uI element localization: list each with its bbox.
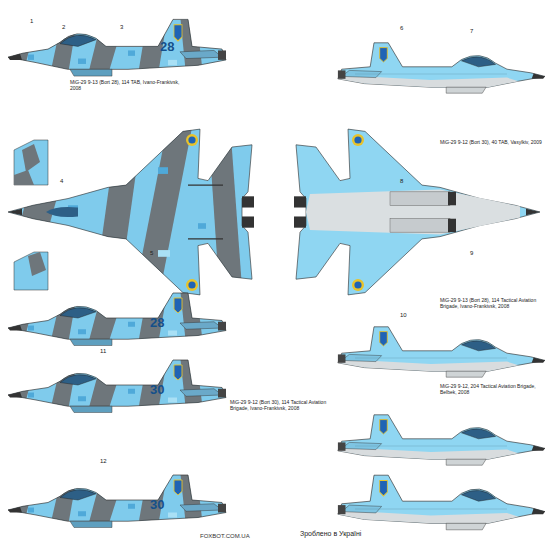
callout-number: 3 [120,24,123,31]
callout-number: 11 [100,348,106,355]
caption-text: MiG-29 9-13 (Bort 28), 114 Tactical Avia… [440,298,545,310]
callout-number: 8 [400,178,403,185]
callout-number: 2 [62,24,65,31]
callout-number: 5 [150,250,153,257]
aircraft-number: 30 [150,383,164,398]
caption-text: MiG-29 9-12 (Bort 30), 40 TAB, Vasylkiv,… [440,140,545,146]
callout-number: 4 [60,178,63,185]
callout-number: 1 [30,18,33,25]
callout-number: 12 [100,458,107,465]
made-in-note: Зроблено в Україні [300,530,361,538]
watermark: FOXBOT.COM.UA [200,533,250,540]
fin-detail [14,140,48,290]
aircraft-number: 28 [150,316,164,331]
caption-text: MiG-29 9-12, 204 Tactical Aviation Briga… [440,384,545,396]
callout-number: 7 [470,28,473,35]
caption-text: MiG-29 9-13 (Bort 28), 114 TAB, Ivano-Fr… [70,80,190,92]
callout-number: 9 [470,250,473,257]
aircraft-number: 28 [160,40,174,55]
callout-number: 6 [400,25,403,32]
caption-text: MiG-29 9-12 (Bort 30), 114 Tactical Avia… [230,400,340,412]
callout-number: 10 [400,312,407,319]
aircraft-number: 30 [150,498,164,513]
